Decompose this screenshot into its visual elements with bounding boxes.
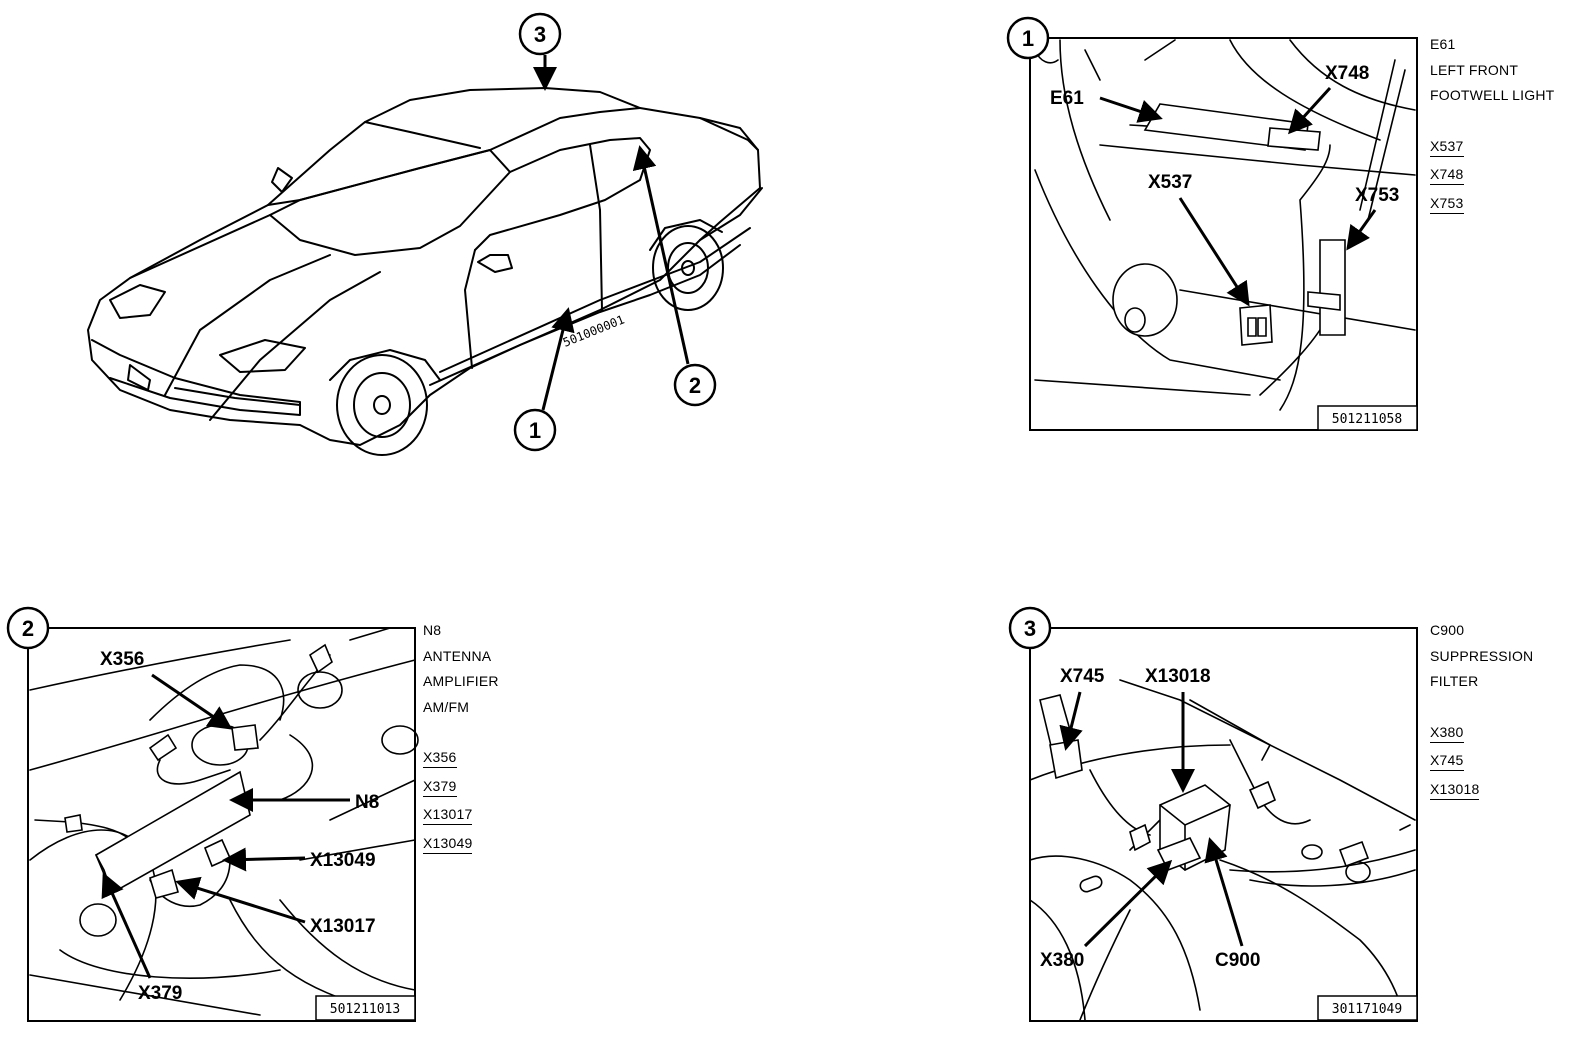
label-c900: C900 [1215,950,1260,971]
legend-2-ref: X356 [423,747,457,768]
detail-2-code: 501211013 [330,1002,400,1017]
label-e61: E61 [1050,88,1084,109]
legend-3-ref: X13018 [1430,779,1480,800]
label-x745: X745 [1060,666,1105,687]
detail-2-panel: 2 501211013 X356 N8 X13049 X13017 X379 [6,606,419,1022]
detail-2-number: 2 [22,616,34,641]
legend-2-desc1: ANTENNA [423,647,492,664]
detail-1-number: 1 [1022,26,1034,51]
label-x379: X379 [138,983,182,1004]
legend-3-ref: X745 [1430,750,1464,771]
svg-text:3: 3 [534,22,546,47]
overview-callout-3: 3 [518,12,562,91]
label-x537: X537 [1148,172,1192,193]
svg-text:1: 1 [529,418,541,443]
label-x13017: X13017 [310,916,376,937]
overview-callout-2: 2 [632,145,717,407]
legend-1-desc1: LEFT FRONT [1430,61,1519,78]
legend-1-ref: X748 [1430,164,1464,185]
legend-3-desc2: FILTER [1430,673,1479,689]
legend-1-desc2: FOOTWELL LIGHT [1430,87,1555,103]
detail-1-code: 501211058 [1332,412,1402,427]
detail-3-panel: 3 301171049 X745 X13018 X380 C900 [1008,606,1418,1022]
label-n8: N8 [355,792,379,813]
legend-detail-1: E61 LEFT FRONT FOOTWELL LIGHT X537 X748 … [1430,32,1554,219]
detail-3-number: 3 [1024,616,1036,641]
svg-text:2: 2 [689,373,701,398]
legend-detail-3: C900 SUPPRESSION FILTER X380 X745 X13018 [1430,618,1533,805]
label-x356: X356 [100,649,144,670]
legend-2-ref: X13017 [423,804,473,825]
legend-2-desc3: AM/FM [423,698,470,715]
legend-2-title: N8 [423,622,442,638]
legend-2-ref: X379 [423,776,457,797]
label-x13049: X13049 [310,850,376,871]
legend-2-ref: X13049 [423,833,473,854]
legend-1-title: E61 [1430,36,1456,52]
legend-3-ref: X380 [1430,722,1464,743]
legend-detail-2: N8 ANTENNA AMPLIFIER AM/FM X356 X379 X13… [423,618,499,859]
overview-code: 501000001 [561,312,627,349]
overview-callout-1: 1 [513,307,575,452]
legend-3-title: C900 [1430,622,1465,638]
legend-1-ref: X537 [1430,136,1464,157]
label-x13018: X13018 [1145,666,1211,687]
label-x380: X380 [1040,950,1084,971]
detail-3-code: 301171049 [1332,1002,1402,1017]
car-overview-illustration [87,87,763,456]
label-x748: X748 [1325,63,1369,84]
detail-1-panel: 1 501211058 E61 X748 X537 X753 [1006,16,1418,431]
label-x753: X753 [1355,185,1399,206]
legend-2-desc2: AMPLIFIER [423,673,499,689]
legend-1-ref: X753 [1430,193,1464,214]
legend-3-desc1: SUPPRESSION [1430,647,1534,664]
